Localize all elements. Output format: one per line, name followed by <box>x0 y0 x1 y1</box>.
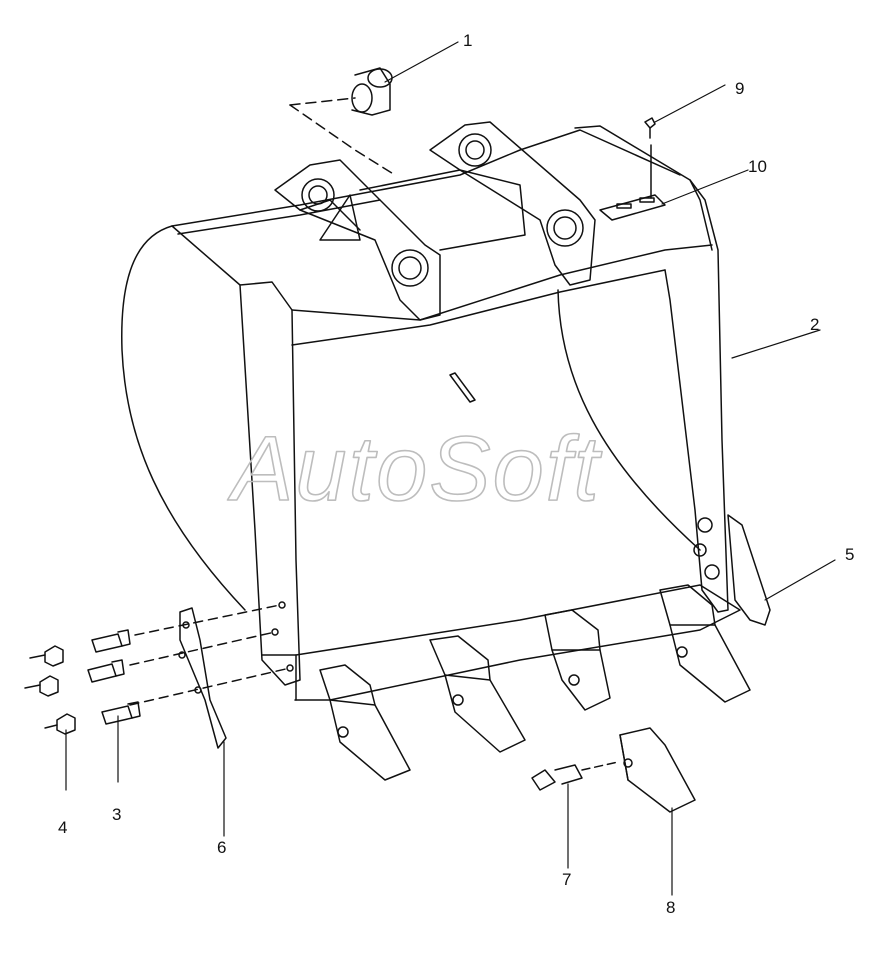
callout-10: 10 <box>748 157 767 176</box>
bucket-teeth <box>319 584 751 781</box>
watermark-text: AutoSoft <box>227 418 602 520</box>
side-cutter-part-5 <box>693 514 771 626</box>
callout-labels: 1 2 3 4 5 6 7 8 9 10 <box>58 31 854 917</box>
name-plate-part-10 <box>599 194 666 221</box>
callout-4: 4 <box>58 818 67 837</box>
bucket-body <box>121 125 741 701</box>
callout-9: 9 <box>735 79 744 98</box>
nuts-part-4 <box>24 645 76 735</box>
callout-5: 5 <box>845 545 854 564</box>
callout-leaders <box>65 41 836 896</box>
callout-8: 8 <box>666 898 675 917</box>
callout-3: 3 <box>112 805 121 824</box>
callout-7: 7 <box>562 870 571 889</box>
bushing-part-1 <box>289 67 396 176</box>
bolts-part-3 <box>87 629 141 725</box>
rivet-part-9 <box>644 117 656 199</box>
mounting-lugs <box>274 121 596 321</box>
side-cutter-part-6 <box>129 601 294 749</box>
callout-6: 6 <box>217 838 226 857</box>
loose-tooth-part-8 <box>619 727 696 813</box>
callout-1: 1 <box>463 31 472 50</box>
callout-2: 2 <box>810 315 819 334</box>
retaining-pin-part-7 <box>531 761 619 791</box>
